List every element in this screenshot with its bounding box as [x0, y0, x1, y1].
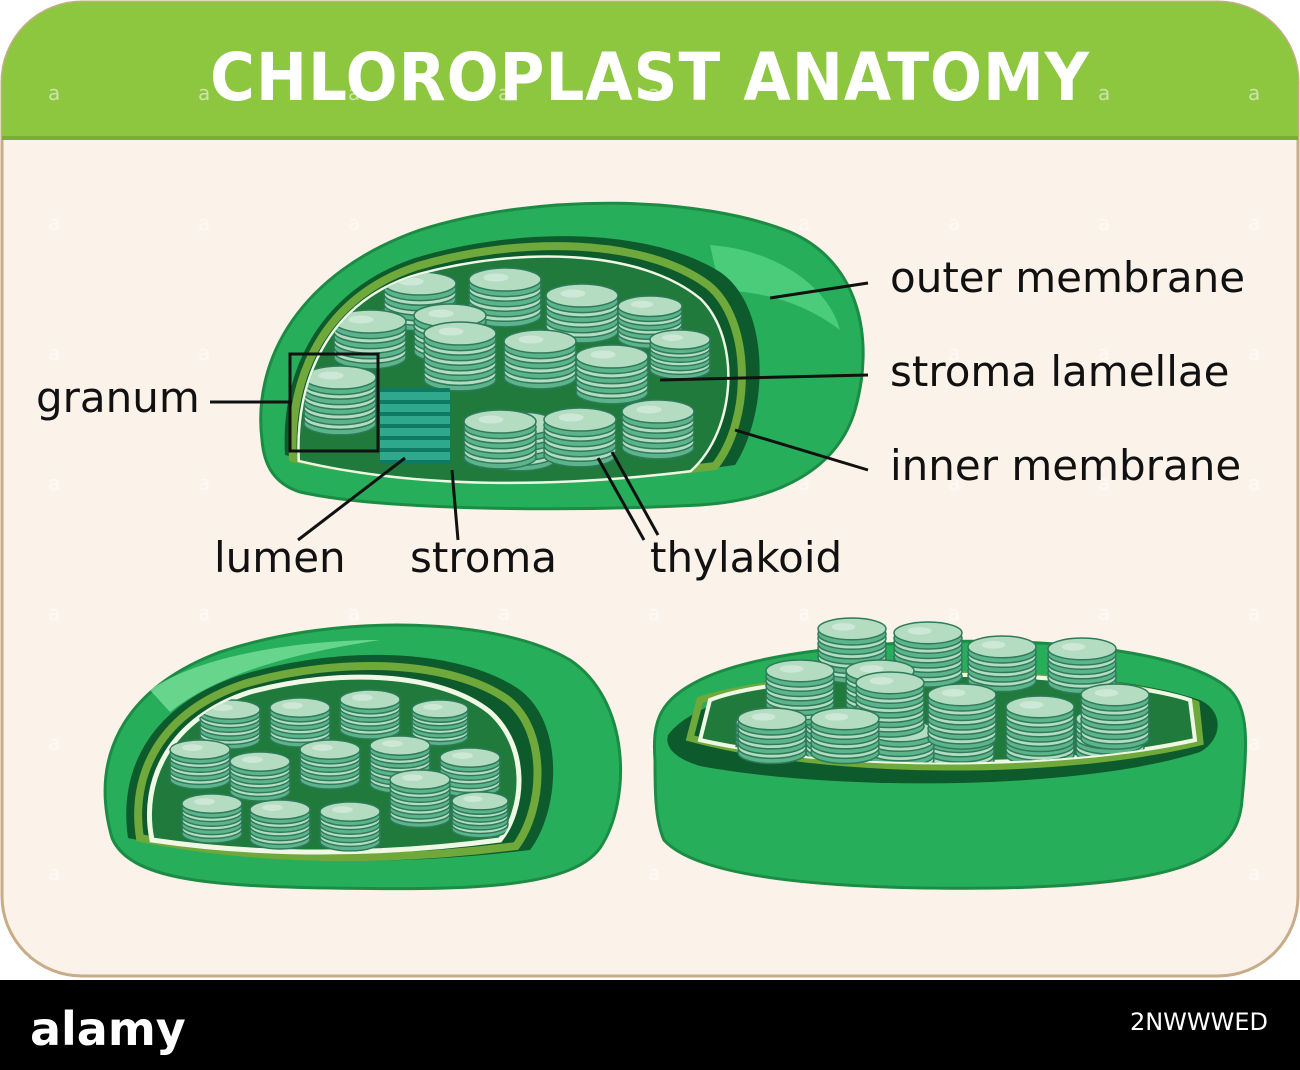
watermark-glyph: a: [48, 211, 60, 235]
watermark-glyph: a: [498, 601, 510, 625]
chloroplast-front-view: [103, 623, 622, 891]
label-lumen: lumen: [214, 533, 346, 582]
granum-stack: [1005, 695, 1075, 753]
watermark-glyph: a: [1248, 601, 1260, 625]
granum-stack: [299, 739, 361, 790]
grana-right-raised: [737, 617, 1150, 765]
watermark-glyph: a: [948, 471, 960, 495]
watermark-glyph: a: [198, 81, 210, 105]
watermark-glyph: a: [348, 81, 360, 105]
watermark-glyph: a: [948, 601, 960, 625]
watermark-glyph: a: [1248, 861, 1260, 885]
label-stroma-lamellae: stroma lamellae: [890, 347, 1229, 396]
watermark-glyph: a: [948, 211, 960, 235]
watermark-glyph: a: [1248, 471, 1260, 495]
watermark-glyph: a: [1098, 211, 1110, 235]
granum-stack: [810, 707, 880, 765]
watermark-glyph: a: [1098, 341, 1110, 365]
granum-stack: [737, 707, 807, 765]
label-thylakoid: thylakoid: [650, 533, 842, 582]
watermark-glyph: a: [48, 81, 60, 105]
watermark-glyph: a: [348, 601, 360, 625]
watermark-glyph: a: [648, 601, 660, 625]
lumen-cutaway-stack: [380, 388, 450, 464]
granum-stack: [339, 689, 401, 740]
image-id-text: 2NWWWED: [1130, 1008, 1268, 1036]
label-granum: granum: [36, 373, 200, 422]
granum-stack: [649, 329, 711, 380]
granum-stack: [463, 409, 537, 470]
label-stroma: stroma: [410, 533, 557, 582]
granum-stack: [411, 699, 469, 747]
granum-stack: [503, 329, 577, 390]
granum-stack: [545, 283, 619, 344]
brand-logo: alamy: [30, 1002, 186, 1056]
watermark-glyph: a: [1248, 731, 1260, 755]
watermark-glyph: a: [198, 341, 210, 365]
granum-stack: [249, 799, 311, 850]
watermark-glyph: a: [1098, 471, 1110, 495]
watermark-glyph: a: [648, 81, 660, 105]
watermark-glyph: a: [48, 861, 60, 885]
title-banner: [2, 2, 1298, 138]
watermark-glyph: a: [1098, 81, 1110, 105]
watermark-glyph: a: [198, 211, 210, 235]
grana-left: [169, 689, 509, 852]
watermark-glyph: a: [48, 471, 60, 495]
watermark-glyph: a: [348, 211, 360, 235]
granum-stack: [927, 683, 997, 750]
granum-stack: [451, 791, 509, 839]
watermark-glyph: a: [798, 601, 810, 625]
granum-stack: [423, 321, 497, 392]
page-title: CHLOROPLAST ANATOMY: [210, 39, 1090, 116]
diagram-labels: outer membrane stroma lamellae inner mem…: [36, 253, 1245, 582]
granum-stack: [439, 747, 501, 798]
granum-stack: [181, 793, 243, 844]
watermark-glyph: a: [498, 81, 510, 105]
granum-stack: [389, 769, 451, 829]
watermark-glyph: a: [1098, 601, 1110, 625]
granum-stack: [575, 344, 649, 405]
granum-stack: [229, 751, 291, 802]
watermark-glyph: a: [648, 861, 660, 885]
footer-bar: alamy 2NWWWED: [0, 980, 1300, 1070]
watermark-glyph: a: [1248, 81, 1260, 105]
watermark-glyph: a: [1248, 211, 1260, 235]
watermark-glyph: a: [198, 601, 210, 625]
watermark-glyph: a: [48, 601, 60, 625]
chloroplast-open-view: [652, 617, 1248, 890]
watermark-glyph: a: [798, 81, 810, 105]
granum-stack: [468, 267, 542, 328]
watermark-glyph: a: [48, 731, 60, 755]
label-outer-membrane: outer membrane: [890, 253, 1245, 302]
watermark-glyph: a: [198, 471, 210, 495]
watermark-glyph: a: [1248, 341, 1260, 365]
watermark-glyph: a: [48, 341, 60, 365]
granum-stack: [543, 407, 617, 468]
granum-stack: [169, 739, 231, 790]
granum-stack: [621, 399, 695, 460]
watermark-glyph: a: [948, 81, 960, 105]
watermark-glyph: a: [948, 341, 960, 365]
label-pointers: [210, 281, 869, 542]
granum-stack: [303, 365, 377, 436]
granum-stack: [319, 801, 381, 852]
granum-stack: [269, 697, 331, 748]
watermark-glyph: a: [798, 211, 810, 235]
chloroplast-cross-section-main: [259, 201, 865, 511]
grana-main: [303, 267, 711, 472]
label-inner-membrane: inner membrane: [890, 441, 1241, 490]
granum-stack: [967, 635, 1037, 693]
granum-stack: [1080, 683, 1150, 750]
